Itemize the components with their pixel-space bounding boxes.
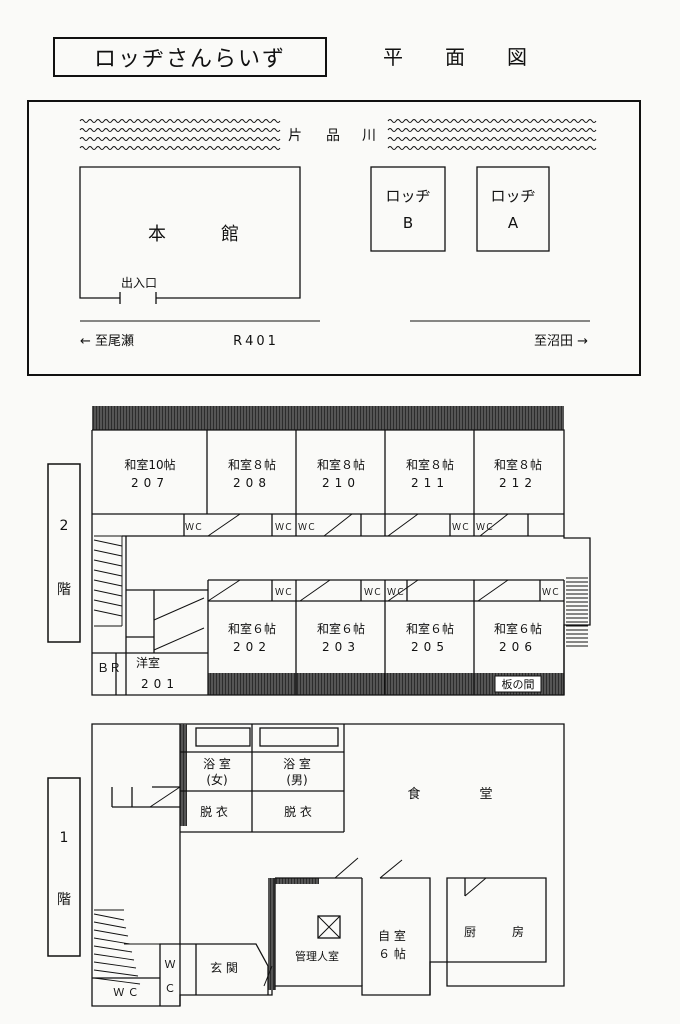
road-to-numata: 至沼田 → <box>534 334 588 349</box>
balcony-north <box>92 406 564 430</box>
site-map: 片 品 川 本 館 出入口 ロッヂ B ロッヂ A ← 至尾瀬 R401 至沼田… <box>27 100 641 376</box>
wc-label: ＷＣ <box>542 588 560 598</box>
main-building-char-1: 本 <box>148 224 166 245</box>
wc-label: ＷＣ <box>185 523 203 533</box>
changing-room-women: 脱 衣 <box>200 804 228 819</box>
bath-men-label: 浴 室 <box>283 756 311 771</box>
entrance-hall-label: 玄 関 <box>210 960 238 975</box>
bath-men-sub: (男) <box>286 773 307 787</box>
road-to-oze: ← 至尾瀬 <box>80 334 134 349</box>
main-building <box>79 166 301 299</box>
dining-char-2: 堂 <box>479 787 492 802</box>
room-203-type: 和室６帖 <box>317 621 365 636</box>
private-room-label: 自 室 <box>378 928 406 943</box>
floor-2-number: 2 <box>60 518 69 534</box>
floor-1-plan <box>47 723 565 1007</box>
room-212-type: 和室８帖 <box>494 457 542 472</box>
wc-vertical-1: Ｗ <box>165 958 176 971</box>
room-208-type: 和室８帖 <box>228 457 276 472</box>
changing-room-men: 脱 衣 <box>284 804 312 819</box>
road-route: R401 <box>233 334 279 349</box>
plan-label-1: 平 <box>383 45 403 69</box>
header: ロッヂさんらいず 平 面 図 <box>53 37 527 77</box>
room-201-type: 洋室 <box>136 655 160 670</box>
room-202-type: 和室６帖 <box>228 621 276 636</box>
lodge-a <box>476 166 550 252</box>
room-207-number: 207 <box>131 476 169 490</box>
staircase-2f-west <box>93 535 123 627</box>
floor-1-labels: 1 階 浴 室 (女) 浴 室 (男) 脱 衣 脱 衣 食 堂 管理人室 自 室… <box>57 756 524 999</box>
plan-label-3: 図 <box>507 45 527 69</box>
lodge-name: ロッヂさんらいず <box>94 47 286 72</box>
dining-char-1: 食 <box>407 786 420 802</box>
staircase-2f-east <box>566 577 588 647</box>
room-201-number: 201 <box>141 677 179 691</box>
room-206-number: 206 <box>499 640 537 654</box>
wc-label: ＷＣ <box>452 523 470 533</box>
staircase-1f <box>93 909 160 985</box>
river-char-1: 片 <box>288 128 302 144</box>
floor-2-labels: 2 階 和室10帖 207 和室８帖 208 和室８帖 210 和室８帖 211… <box>57 457 560 691</box>
lodge-a-name: ロッヂ <box>490 187 535 205</box>
room-211-number: 211 <box>411 476 449 490</box>
room-210-type: 和室８帖 <box>317 457 365 472</box>
main-building-char-2: 館 <box>221 224 239 245</box>
lodge-name-box <box>53 37 327 77</box>
bath-women-label: 浴 室 <box>203 756 231 771</box>
wooden-floor-label: 板の間 <box>502 677 535 691</box>
wooden-floor-strip <box>208 673 564 695</box>
floor-2-kai: 階 <box>57 582 71 598</box>
river-waves <box>79 119 597 150</box>
river-char-3: 川 <box>362 128 376 144</box>
wc-horizontal: Ｗ Ｃ <box>113 986 139 999</box>
wc-label: ＷＣ <box>298 523 316 533</box>
floor-1-number: 1 <box>60 830 69 846</box>
wc-label: ＷＣ <box>364 588 382 598</box>
room-205-number: 205 <box>411 640 449 654</box>
wc-label: ＷＣ <box>275 588 293 598</box>
wc-label: ＷＣ <box>476 523 494 533</box>
room-210-number: 210 <box>322 476 360 490</box>
kitchen-char-1: 厨 <box>464 925 476 939</box>
wc-label: ＷＣ <box>275 523 293 533</box>
lodge-b <box>370 166 446 252</box>
wc-vertical-2: Ｃ <box>165 982 176 995</box>
room-206-type: 和室６帖 <box>494 621 542 636</box>
room-202-number: 202 <box>233 640 271 654</box>
floor-1-kai: 階 <box>57 892 71 908</box>
lodge-b-name: ロッヂ <box>385 187 430 205</box>
room-208-number: 208 <box>233 476 271 490</box>
site-frame <box>27 100 641 376</box>
plan-label-2: 面 <box>445 45 465 69</box>
lodge-a-letter: A <box>508 214 519 232</box>
kitchen-char-2: 房 <box>512 924 524 939</box>
room-212-number: 212 <box>499 476 537 490</box>
room-207-type: 和室10帖 <box>124 457 175 472</box>
bathroom-label: ＢＲ <box>97 661 121 675</box>
lodge-b-letter: B <box>403 214 413 232</box>
main-entrance-label: 出入口 <box>121 276 157 290</box>
manager-room-label: 管理人室 <box>295 949 339 963</box>
private-room-size: ６ 帖 <box>378 946 406 961</box>
floor-2-plan <box>47 406 591 696</box>
room-203-number: 203 <box>322 640 360 654</box>
river-char-2: 品 <box>326 128 340 144</box>
bath-women-sub: (女) <box>206 772 227 787</box>
room-211-type: 和室８帖 <box>406 457 454 472</box>
wc-label: ＷＣ <box>387 588 405 598</box>
room-205-type: 和室６帖 <box>406 621 454 636</box>
